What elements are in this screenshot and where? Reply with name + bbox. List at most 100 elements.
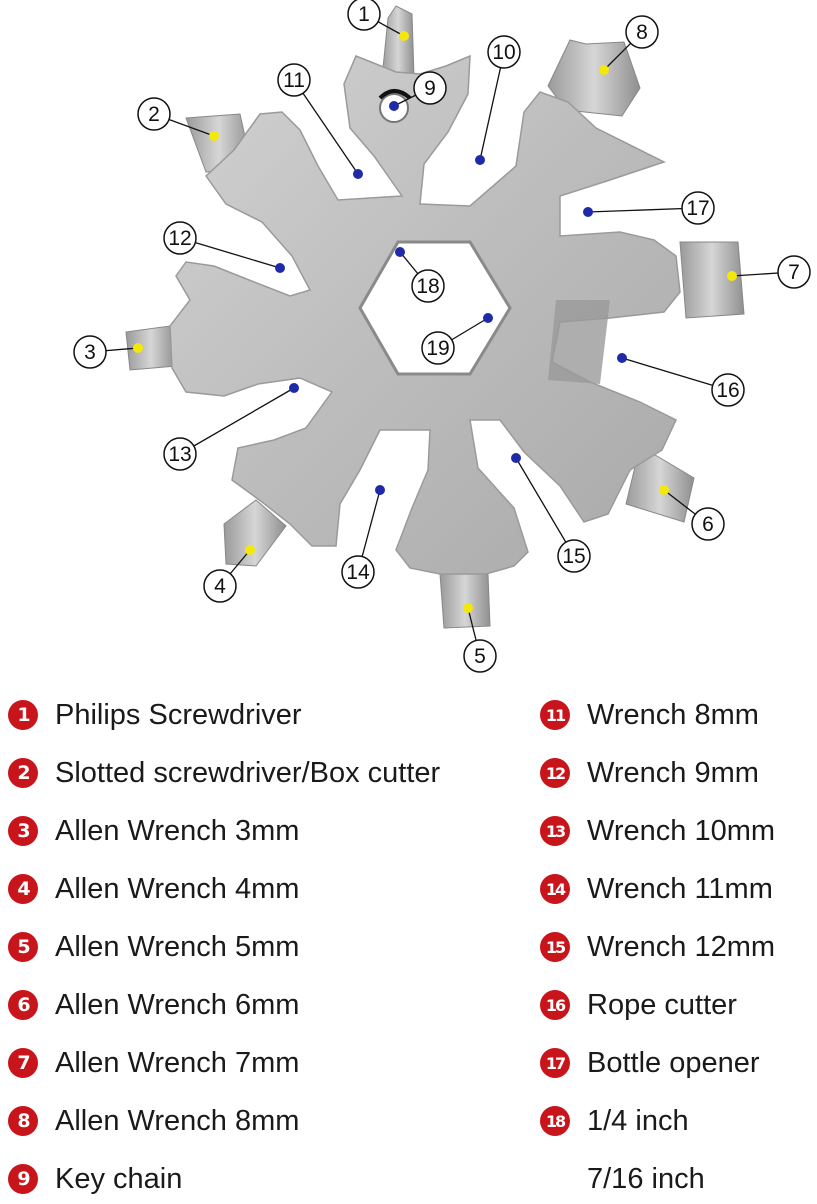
snowflake-body bbox=[169, 54, 681, 575]
callout-circle bbox=[777, 255, 811, 289]
legend-label: Allen Wrench 5mm bbox=[55, 930, 300, 963]
callout-number: 19 bbox=[426, 337, 449, 360]
callout-11: 11 bbox=[277, 63, 363, 179]
callout-marker-dot bbox=[289, 383, 299, 393]
callout-marker-dot bbox=[245, 545, 255, 555]
callout-marker-dot bbox=[389, 101, 399, 111]
legend-label: Wrench 10mm bbox=[587, 814, 776, 847]
legend-label: Key chain bbox=[55, 1162, 183, 1195]
callout-circle bbox=[487, 35, 521, 69]
number-badge: 13 bbox=[540, 816, 570, 846]
number-badge: 7 bbox=[8, 1048, 38, 1078]
callout-number: 1 bbox=[358, 3, 370, 26]
number-badge: 17 bbox=[540, 1048, 570, 1078]
callout-circle bbox=[163, 437, 197, 471]
callout-number: 7 bbox=[788, 261, 800, 284]
number-badge: 3 bbox=[8, 816, 38, 846]
allen-7-bit bbox=[679, 241, 745, 319]
legend-label: Philips Screwdriver bbox=[55, 698, 302, 731]
callout-marker-dot bbox=[727, 271, 737, 281]
callout-6: 6 bbox=[659, 485, 725, 541]
callout-marker-dot bbox=[395, 247, 405, 257]
callout-7: 7 bbox=[727, 255, 811, 289]
philips-bit bbox=[381, 5, 415, 79]
callout-circle bbox=[691, 507, 725, 541]
callout-marker-dot bbox=[599, 65, 609, 75]
callout-circle bbox=[463, 639, 497, 673]
allen-4-bit bbox=[223, 499, 287, 567]
legend-label: Wrench 12mm bbox=[587, 930, 776, 963]
legend-label: Allen Wrench 3mm bbox=[55, 814, 300, 847]
callout-circle bbox=[277, 63, 311, 97]
callout-number: 13 bbox=[168, 443, 191, 466]
legend-item-12: 12 Wrench 9mm bbox=[540, 748, 759, 798]
callout-10: 10 bbox=[475, 35, 521, 165]
callout-circle bbox=[411, 269, 445, 303]
number-badge: 9 bbox=[8, 1164, 38, 1194]
callout-leader-line bbox=[587, 207, 699, 213]
bit-tips bbox=[125, 5, 745, 629]
callout-leader-line bbox=[479, 51, 505, 161]
callout-circle bbox=[711, 373, 745, 407]
callout-marker-dot bbox=[275, 263, 285, 273]
callout-leader-line bbox=[515, 457, 575, 557]
number-badge: 11 bbox=[540, 700, 570, 730]
callout-12: 12 bbox=[163, 221, 285, 273]
callout-number: 11 bbox=[283, 69, 305, 92]
number-badge: 1 bbox=[8, 700, 38, 730]
legend-item-right-8: 7/16 inch bbox=[540, 1154, 705, 1204]
callout-number: 5 bbox=[474, 645, 486, 668]
allen-6-bit bbox=[625, 445, 695, 523]
legend-label: Allen Wrench 7mm bbox=[55, 1046, 300, 1079]
callout-3: 3 bbox=[73, 335, 143, 369]
callout-circle bbox=[137, 97, 171, 131]
callout-number: 12 bbox=[168, 227, 191, 250]
callout-14: 14 bbox=[341, 485, 385, 589]
legend-label: Wrench 11mm bbox=[587, 872, 773, 905]
legend-item-11: 11 Wrench 8mm bbox=[540, 690, 759, 740]
legend-label: Allen Wrench 6mm bbox=[55, 988, 300, 1021]
number-badge: 14 bbox=[540, 874, 570, 904]
callout-circle bbox=[625, 15, 659, 49]
callout-circle bbox=[681, 191, 715, 225]
number-badge bbox=[540, 1164, 570, 1194]
callout-9: 9 bbox=[389, 71, 447, 111]
callout-number: 8 bbox=[636, 21, 648, 44]
callout-marker-dot bbox=[475, 155, 485, 165]
legend-label: Wrench 8mm bbox=[587, 698, 759, 731]
number-badge: 4 bbox=[8, 874, 38, 904]
number-badge: 12 bbox=[540, 758, 570, 788]
number-badge: 18 bbox=[540, 1106, 570, 1136]
callout-circle bbox=[557, 539, 591, 573]
callout-marker-dot bbox=[209, 131, 219, 141]
legend-label: Wrench 9mm bbox=[587, 756, 759, 789]
callout-marker-dot bbox=[399, 31, 409, 41]
callout-5: 5 bbox=[463, 603, 497, 673]
callout-marker-dot bbox=[483, 313, 493, 323]
legend-label: 7/16 inch bbox=[587, 1162, 705, 1195]
callout-number: 14 bbox=[346, 561, 370, 584]
callout-marker-dot bbox=[583, 207, 593, 217]
callout-4: 4 bbox=[203, 545, 255, 603]
callout-15: 15 bbox=[511, 453, 591, 573]
callout-marker-dot bbox=[133, 343, 143, 353]
legend-item-3: 3 Allen Wrench 3mm bbox=[8, 806, 299, 856]
callout-19: 19 bbox=[421, 313, 493, 365]
callout-circle bbox=[73, 335, 107, 369]
legend-label: Rope cutter bbox=[587, 988, 737, 1021]
callout-1: 1 bbox=[347, 0, 409, 41]
callout-number: 6 bbox=[702, 513, 714, 536]
callout-number: 4 bbox=[214, 575, 226, 598]
legend-item-9: 9 Key chain bbox=[8, 1154, 182, 1204]
callout-marker-dot bbox=[375, 485, 385, 495]
allen-5-bit bbox=[439, 573, 491, 629]
callout-18: 18 bbox=[395, 247, 445, 303]
